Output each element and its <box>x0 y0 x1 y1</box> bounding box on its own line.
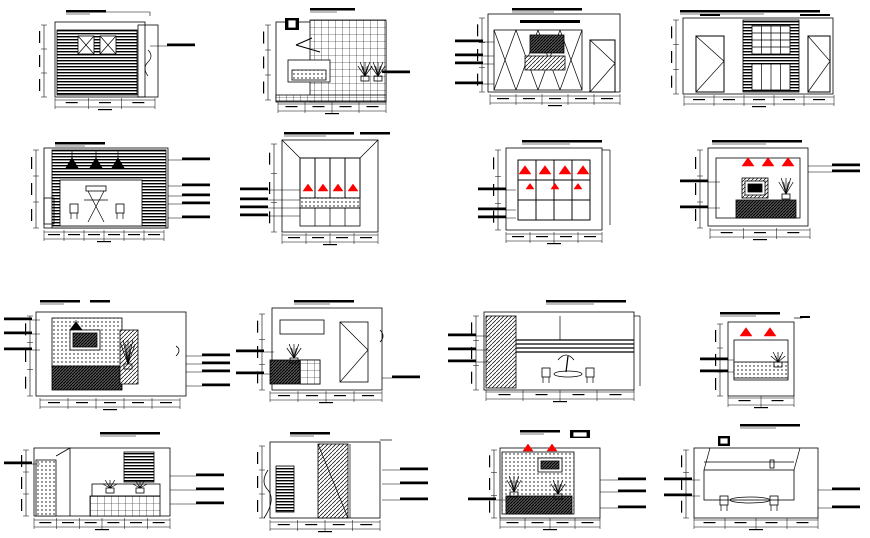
elevation-11 <box>448 300 641 403</box>
elevation-15 <box>468 430 646 531</box>
elevation-7 <box>478 140 611 245</box>
elevation-16 <box>664 424 860 531</box>
elevation-9 <box>4 300 230 411</box>
elevation-14 <box>257 432 428 533</box>
elevation-5 <box>31 142 210 243</box>
elevation-2 <box>263 8 410 115</box>
elevation-6 <box>240 132 390 246</box>
elevation-1 <box>39 10 195 111</box>
elevation-13 <box>4 432 224 531</box>
elevation-4 <box>671 10 835 108</box>
elevation-8 <box>680 140 860 241</box>
elevation-10 <box>236 300 420 404</box>
elevation-3 <box>455 8 621 107</box>
elevation-12 <box>700 312 810 409</box>
